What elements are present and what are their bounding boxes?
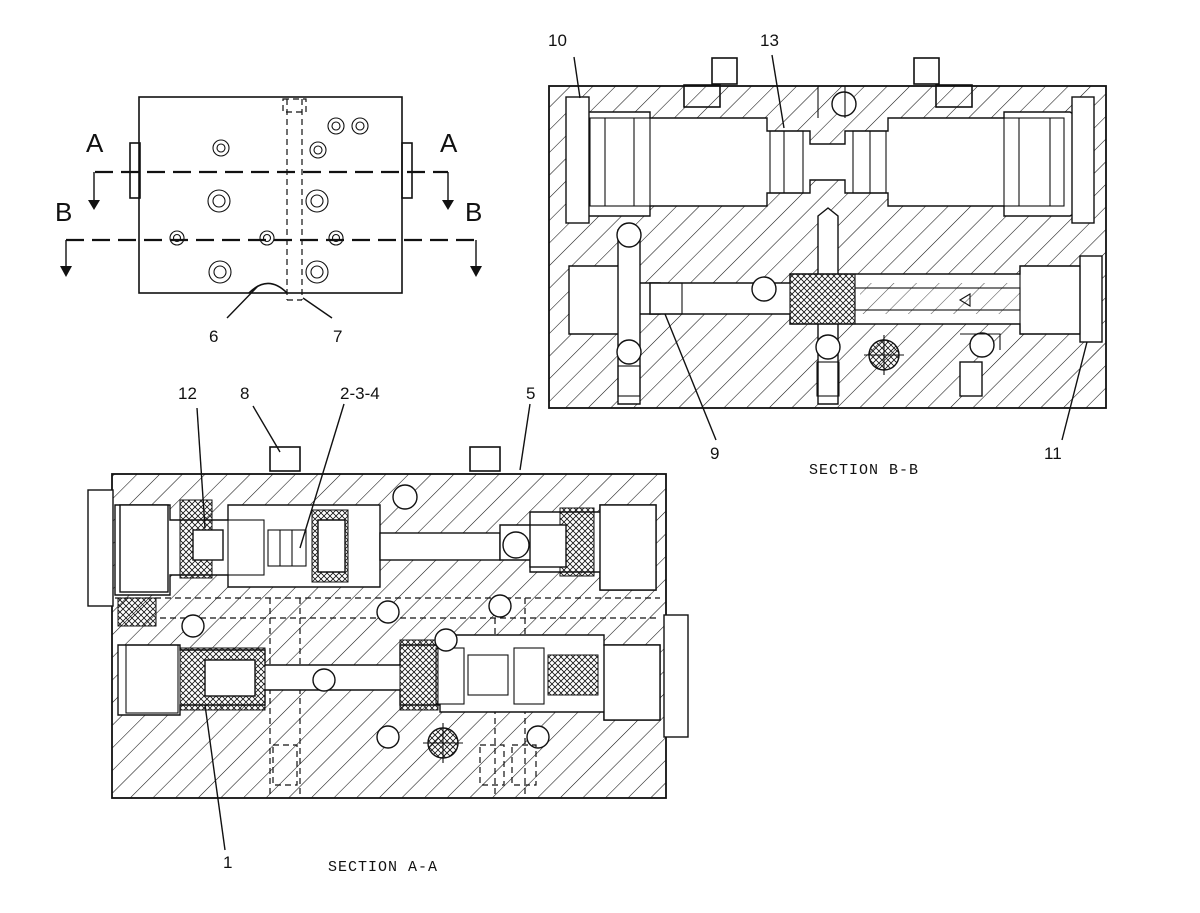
top-view-right-plug	[401, 142, 413, 199]
callout-8: 8	[240, 384, 249, 403]
top-view: A A B B 6 7	[55, 96, 482, 346]
plug-10	[565, 96, 590, 224]
top-view-left-plug	[129, 142, 141, 199]
arrow-b-right	[470, 266, 482, 277]
arrow-a-left	[88, 200, 100, 210]
plug-left-top	[87, 489, 114, 607]
callout-5: 5	[526, 384, 535, 403]
section-aa-title: SECTION A-A	[328, 859, 438, 876]
callout-11: 11	[1044, 444, 1062, 463]
section-aa-hidden-passages	[115, 597, 660, 798]
leader-7	[302, 297, 333, 319]
callout-2-3-4: 2-3-4	[340, 384, 380, 403]
callout-1: 1	[223, 853, 232, 872]
top-view-body	[138, 96, 403, 294]
callout-12: 12	[178, 384, 197, 403]
plug-right-bottom	[663, 614, 689, 738]
cut-label-a-left: A	[86, 128, 104, 158]
plug-11	[1079, 255, 1103, 343]
callout-13: 13	[760, 31, 779, 50]
callout-6: 6	[209, 327, 218, 346]
section-aa: 12 8 2-3-4 5 1 SECTION A-A	[87, 384, 689, 876]
top-view-ports	[169, 117, 369, 294]
top-view-hidden-bore	[282, 98, 307, 301]
spring-12	[192, 529, 224, 561]
section-bb-title: SECTION B-B	[809, 462, 919, 479]
arrow-b-left	[60, 266, 72, 277]
cut-label-a-right: A	[440, 128, 458, 158]
callout-10: 10	[548, 31, 567, 50]
callout-9: 9	[710, 444, 719, 463]
cut-label-b-right: B	[465, 197, 482, 227]
cut-label-b-left: B	[55, 197, 72, 227]
arrow-a-right	[442, 200, 454, 210]
callout-7: 7	[333, 327, 342, 346]
leader-6	[226, 285, 259, 319]
section-bb: 10 13 9 11 SECTION B-B	[548, 31, 1107, 479]
